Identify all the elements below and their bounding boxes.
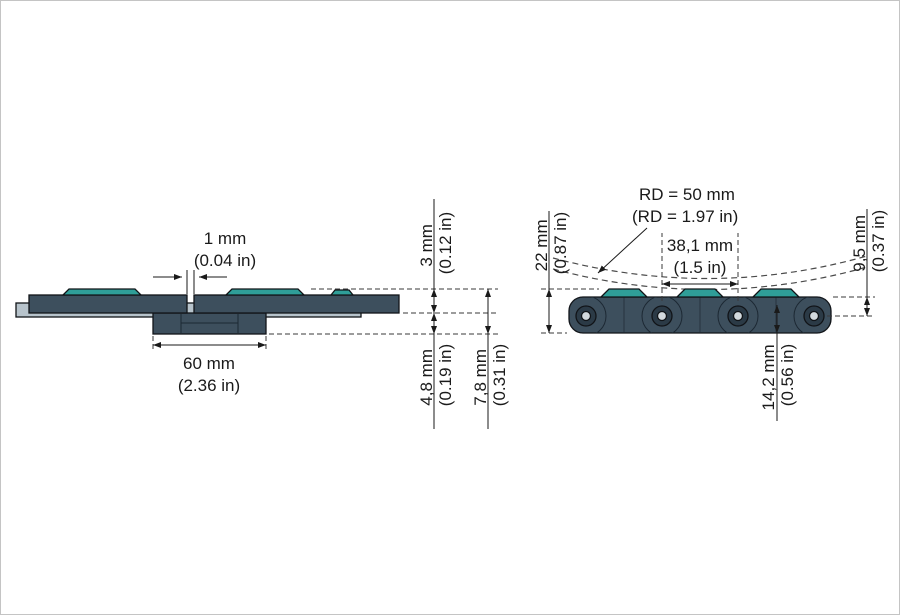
pin-4-hole <box>808 310 820 322</box>
friction-insert-1 <box>61 288 143 296</box>
dim-plate-height: 14,2 mm (0.56 in) <box>759 305 797 421</box>
cross-section-view: 1 mm (0.04 in) 60 mm (2.36 in) 3 mm (0.1… <box>15 199 509 429</box>
dim-thickness-label: 3 mm (0.12 in) <box>417 212 455 274</box>
chain-side-part <box>568 288 832 334</box>
side-view: RD = 50 mm (RD = 1.97 in) 38,1 mm (1.5 i… <box>532 185 888 421</box>
dim-back-flex-radius: RD = 50 mm (RD = 1.97 in) <box>597 185 738 274</box>
backflex-arc-lower <box>552 266 868 291</box>
dim-total-imperial: (0.31 in) <box>490 344 509 406</box>
side-friction-insert-1 <box>599 288 649 298</box>
dim-pin-depth-metric: 9,5 mm <box>850 215 869 272</box>
pin-1-hole <box>580 310 592 322</box>
dim-height-metric: 22 mm <box>532 219 551 271</box>
dim-pin-depth-label: 9,5 mm (0.37 in) <box>850 210 888 272</box>
dim-radius-metric: RD = 50 mm <box>639 185 735 204</box>
dim-height-label: 22 mm (0.87 in) <box>532 212 570 274</box>
friction-insert-2 <box>224 288 306 296</box>
dim-pitch-imperial: (1.5 in) <box>674 258 727 277</box>
dim-hinge-width: 60 mm (2.36 in) <box>152 336 267 395</box>
pin-2 <box>651 305 673 327</box>
dim-plate-height-imperial: (0.56 in) <box>778 344 797 406</box>
dim-width-metric: 60 mm <box>183 354 235 373</box>
dim-overall-height: 22 mm (0.87 in) <box>532 211 599 334</box>
dim-hinge-label: 4,8 mm (0.19 in) <box>417 344 455 406</box>
pin-1 <box>575 305 597 327</box>
dim-height-imperial: (0.87 in) <box>551 212 570 274</box>
dim-total-label: 7,8 mm (0.31 in) <box>471 344 509 406</box>
dim-radius-imperial: (RD = 1.97 in) <box>632 207 738 226</box>
friction-insert-3 <box>329 289 355 296</box>
pin-4 <box>803 305 825 327</box>
dim-plate-thickness: 3 mm (0.12 in) <box>417 199 455 313</box>
link-eye-outline-3 <box>717 297 759 333</box>
dim-hinge-height: 4,8 mm (0.19 in) <box>417 313 455 429</box>
dim-pitch-metric: 38,1 mm <box>667 236 733 255</box>
hinge-detail-lines <box>180 314 239 333</box>
dim-total-height: 7,8 mm (0.31 in) <box>471 289 509 429</box>
dim-gap-imperial: (0.04 in) <box>194 251 256 270</box>
link-eye-outline-2 <box>641 297 683 333</box>
dim-gap-width: 1 mm (0.04 in) <box>153 229 256 294</box>
dim-gap-metric: 1 mm <box>204 229 247 248</box>
side-friction-insert-3 <box>751 288 801 298</box>
dim-width-imperial: (2.36 in) <box>178 376 240 395</box>
dim-hinge-metric: 4,8 mm <box>417 349 436 406</box>
side-friction-insert-2 <box>675 288 725 298</box>
dim-pin-depth: 9,5 mm (0.37 in) <box>827 209 888 317</box>
dim-thickness-imperial: (0.12 in) <box>436 212 455 274</box>
dim-total-metric: 7,8 mm <box>471 349 490 406</box>
backflex-arc-upper <box>552 255 868 280</box>
pitch-extension-lines <box>661 233 739 301</box>
radius-leader-arrow <box>597 227 648 274</box>
dim-pitch: 38,1 mm (1.5 in) <box>661 233 739 301</box>
top-plate-right <box>193 294 400 314</box>
chain-cross-section-part <box>15 288 400 335</box>
top-plate-left <box>28 294 188 314</box>
dim-hinge-imperial: (0.19 in) <box>436 344 455 406</box>
gap-extension-lines <box>186 270 195 294</box>
width-extension-lines <box>152 336 267 352</box>
dim-plate-height-label: 14,2 mm (0.56 in) <box>759 340 797 411</box>
pin-3 <box>727 305 749 327</box>
dim-plate-height-metric: 14,2 mm <box>759 344 778 410</box>
pin-3-hole <box>732 310 744 322</box>
pin-2-hole <box>656 310 668 322</box>
link-eye-outline-4 <box>793 297 831 333</box>
dim-thickness-metric: 3 mm <box>417 224 436 267</box>
dim-pin-depth-imperial: (0.37 in) <box>869 210 888 272</box>
link-eye-outline-1 <box>569 297 607 333</box>
